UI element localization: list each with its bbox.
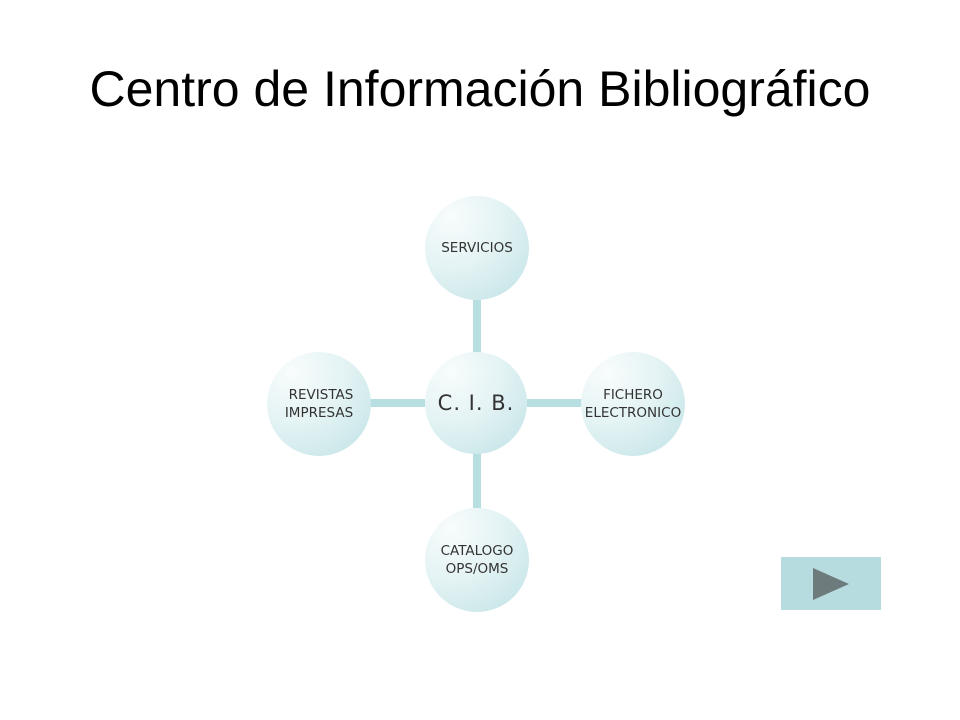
node-revistas-line2: IMPRESAS	[284, 405, 354, 421]
next-slide-button[interactable]	[781, 557, 881, 610]
node-revistas-line1: REVISTAS	[288, 386, 354, 403]
node-catalogo-line2: OPS/OMS	[445, 561, 509, 577]
node-revistas-impresas: REVISTAS IMPRESAS	[267, 352, 371, 456]
center-node: C. I. B.	[425, 352, 527, 454]
connector-top	[473, 300, 481, 356]
node-fichero-line1: FICHERO	[603, 386, 663, 403]
slide-title: Centro de Información Bibliográfico	[89, 61, 871, 117]
node-servicios-label: SERVICIOS	[441, 239, 513, 256]
connector-left	[365, 399, 425, 407]
node-servicios: SERVICIOS	[425, 196, 529, 300]
connector-bottom	[473, 453, 481, 511]
play-right-icon	[813, 567, 849, 600]
node-catalogo: CATALOGO OPS/OMS	[425, 508, 529, 612]
node-catalogo-line1: CATALOGO	[440, 542, 514, 559]
center-node-label: C. I. B.	[437, 390, 515, 415]
connector-right	[527, 399, 583, 407]
node-fichero-line2: ELECTRONICO	[584, 405, 682, 421]
node-fichero-electronico: FICHERO ELECTRONICO	[581, 352, 685, 456]
